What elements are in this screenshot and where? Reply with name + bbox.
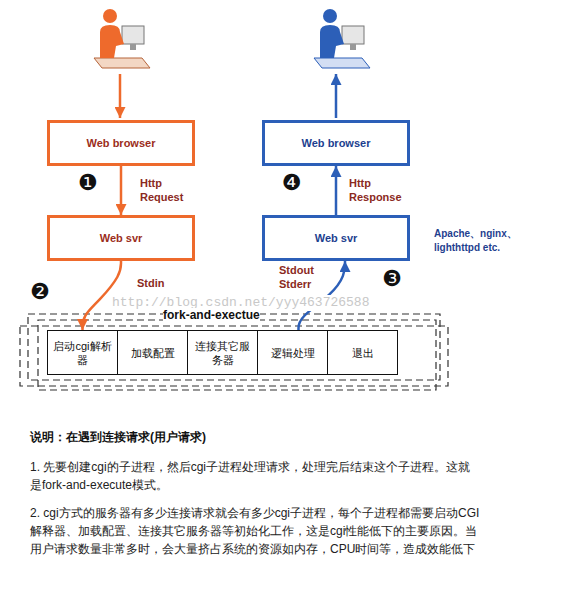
response-arrow — [335, 74, 338, 118]
callout-number: ❶ — [78, 170, 98, 196]
group-label: fork-and-exectue — [163, 308, 260, 322]
node-text: 加载配置 — [131, 346, 175, 360]
node-text: 逻辑处理 — [271, 346, 315, 360]
process-step: 连接其它服务器 — [187, 330, 258, 375]
edge-label: Http Response — [349, 176, 411, 204]
process-step: 退出 — [327, 330, 398, 375]
callout-number: ❷ — [30, 279, 50, 305]
head — [103, 9, 117, 23]
process-step: 加载配置 — [117, 330, 188, 375]
callout-number: ❸ — [382, 266, 402, 292]
node-text: Web browser — [302, 136, 371, 150]
user-icon — [94, 9, 150, 68]
connector — [120, 166, 123, 215]
process-outline — [20, 326, 448, 386]
process-outline — [28, 314, 440, 380]
monitor — [342, 26, 364, 44]
process-step: 逻辑处理 — [257, 330, 328, 375]
note-text: 1. 先要创建cgi的子进程，然后cgi子进程处理请求，处理完后结束这个子进程。… — [30, 458, 480, 494]
monitor — [122, 26, 144, 44]
connector — [335, 166, 338, 215]
monitor-stand — [350, 44, 356, 50]
body — [320, 25, 344, 58]
callout-number: ❹ — [282, 170, 302, 196]
note-heading: 说明：在遇到连接请求(用户请求) — [30, 430, 206, 444]
process-step: 启动cgi解析器 — [47, 330, 118, 375]
note-text: 2. cgi方式的服务器有多少连接请求就会有多少cgi子进程，每个子进程都需要启… — [30, 504, 480, 558]
node-text: Web browser — [87, 136, 156, 150]
head — [323, 9, 337, 23]
browser-box: Web browser — [262, 120, 410, 166]
node-text: 连接其它服务器 — [192, 339, 253, 367]
desk — [94, 58, 150, 68]
desk — [314, 58, 370, 68]
node-text: 启动cgi解析器 — [52, 339, 113, 367]
server-list: Apache、nginx、lighthttpd etc. — [434, 227, 542, 255]
node-text: Web svr — [315, 231, 358, 245]
request-arrow — [119, 74, 122, 118]
node-text: 退出 — [352, 346, 374, 360]
body — [100, 25, 124, 58]
edge-label: Stdout Stderr — [279, 263, 323, 291]
server-box: Web svr — [262, 215, 410, 261]
edge-label: Http Request — [140, 176, 196, 204]
node-text: Web svr — [100, 231, 143, 245]
user-icon — [314, 9, 370, 68]
server-box: Web svr — [47, 215, 195, 261]
edge-label: Stdin — [137, 276, 177, 290]
monitor-stand — [130, 44, 136, 50]
browser-box: Web browser — [47, 120, 195, 166]
